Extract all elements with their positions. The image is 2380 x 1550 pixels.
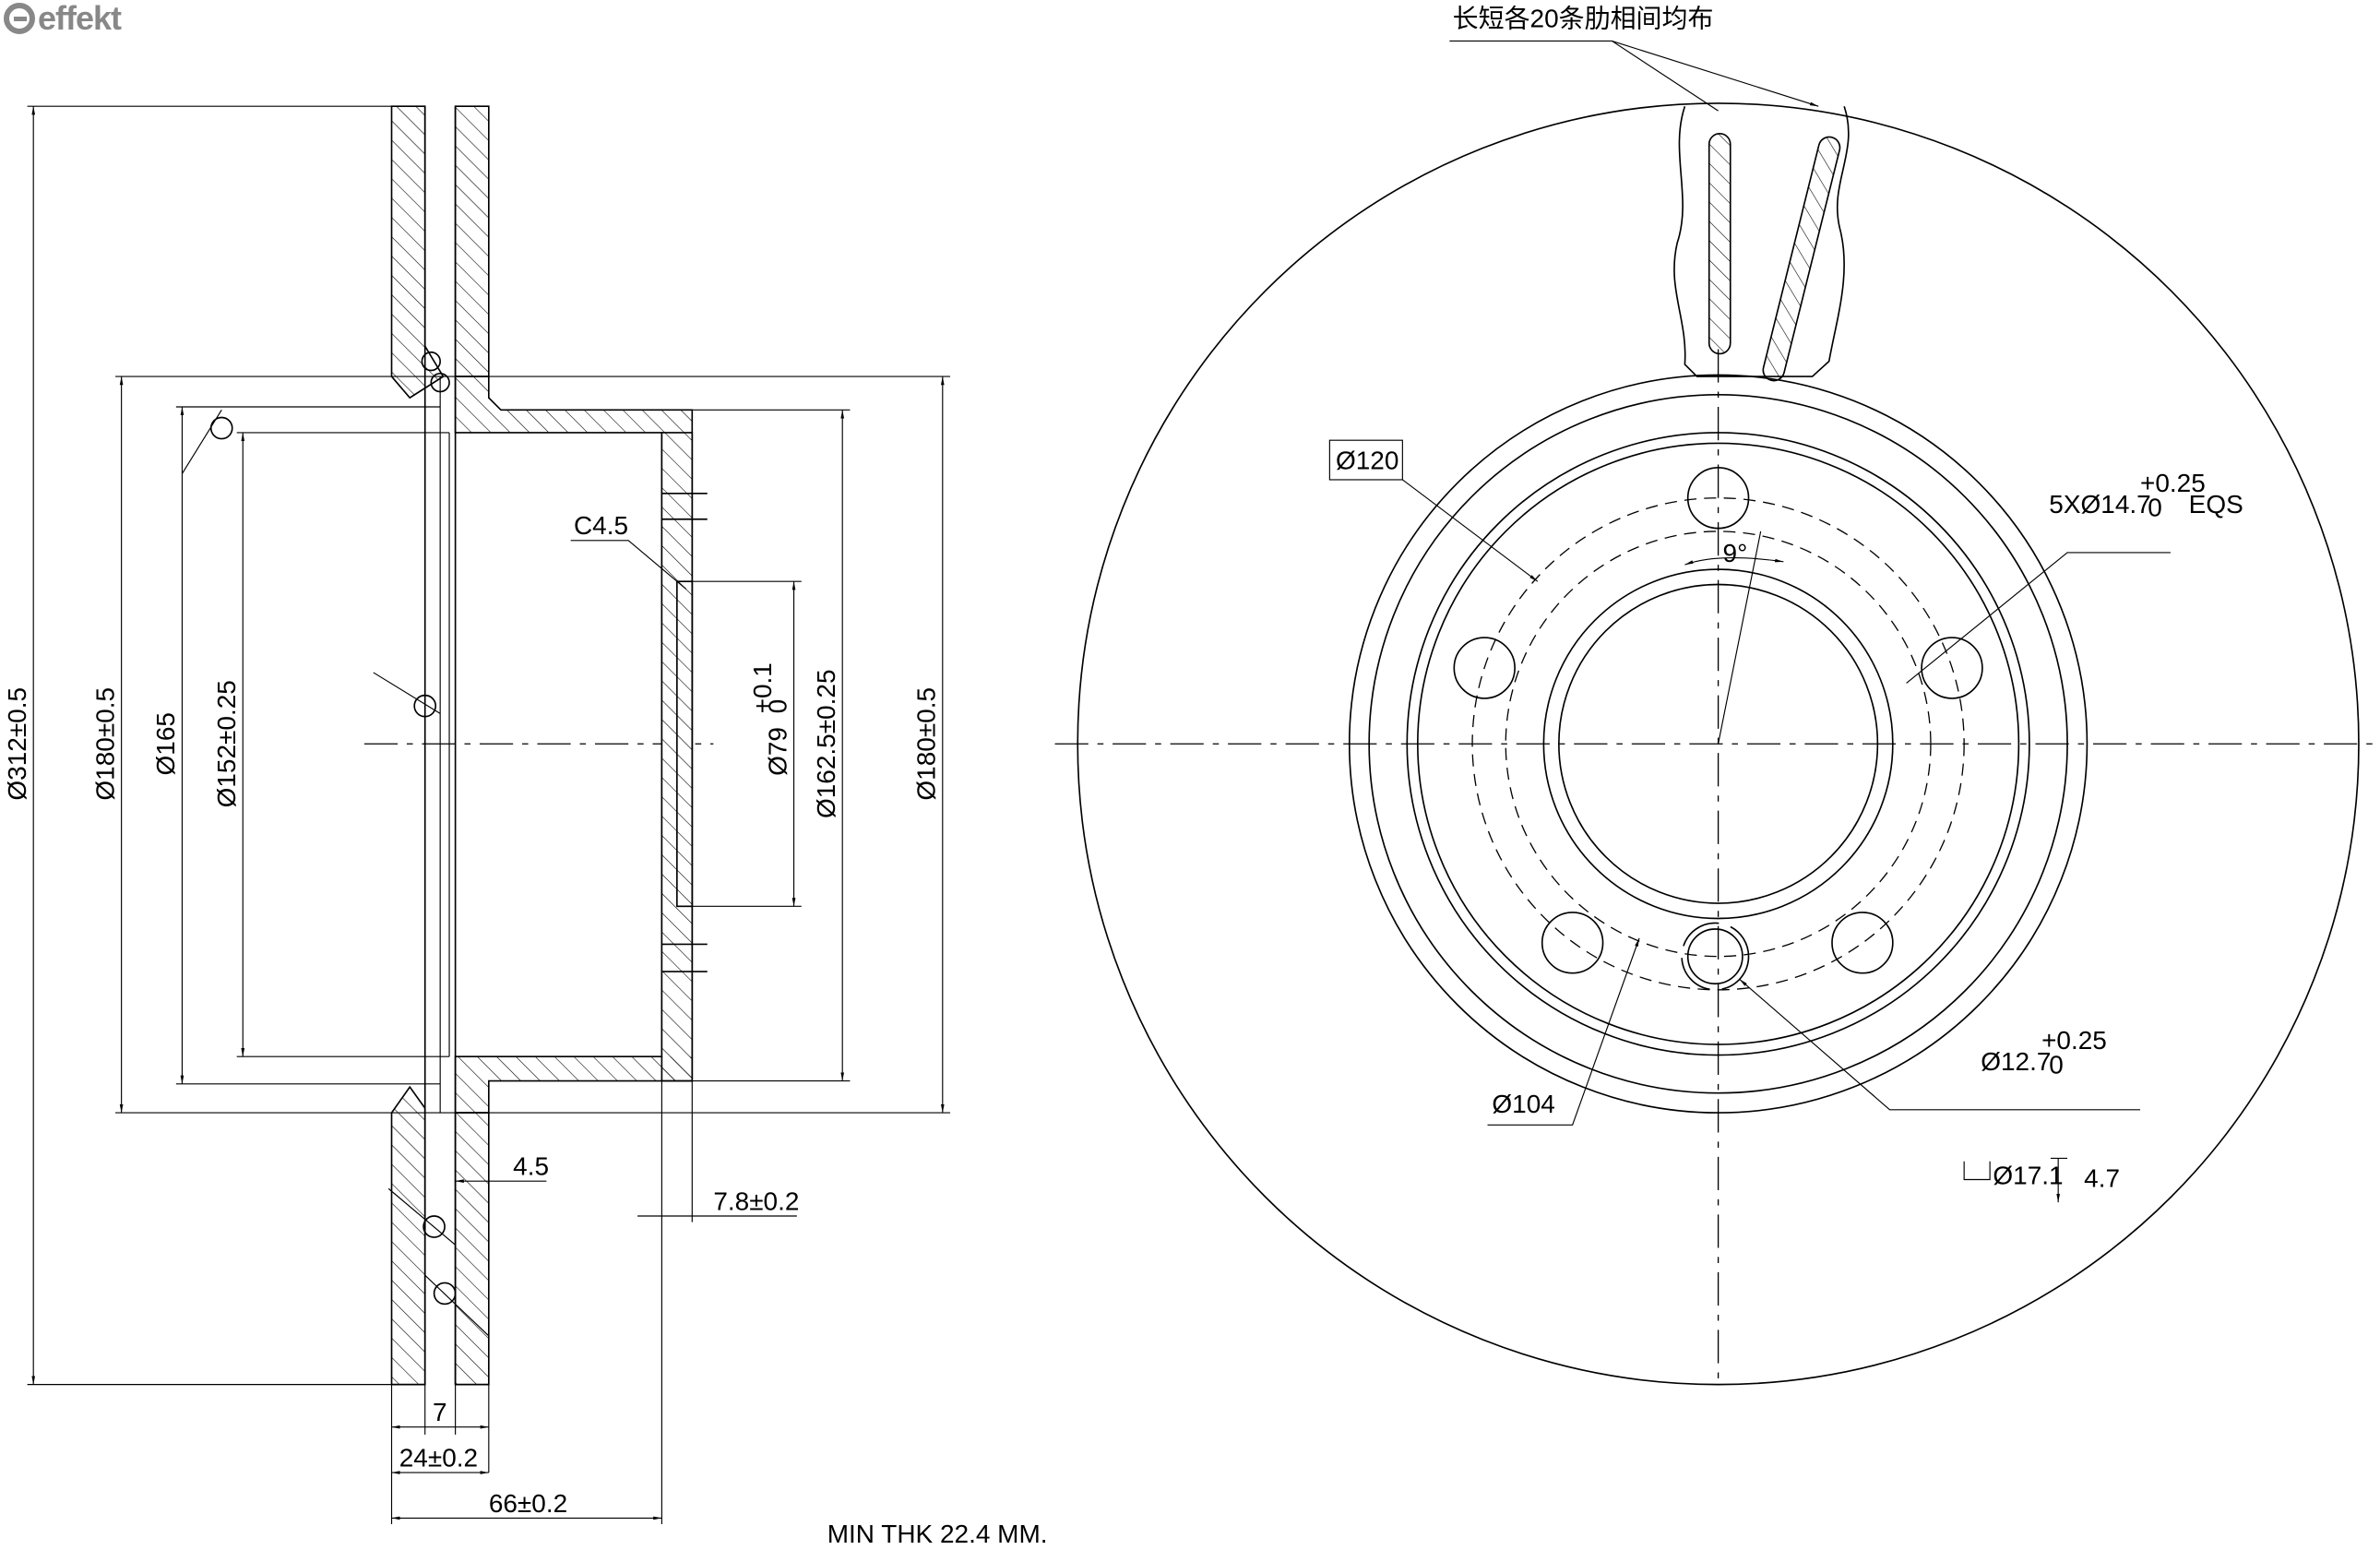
hat-section [454, 376, 694, 1114]
dim-d165: Ø165 [151, 712, 180, 775]
center-bore [1558, 583, 1879, 904]
dim-d162-5: Ø162.5±0.25 [812, 670, 840, 819]
dim-d12-7: Ø12.7 [1981, 1047, 2051, 1076]
d12-7-tol-lower: 0 [2049, 1050, 2064, 1079]
d12-7-tol-upper: +0.25 [2041, 1026, 2107, 1055]
short-rib [1708, 132, 1731, 355]
friction-plate-outer-bottom [390, 1085, 426, 1386]
dim-7-8: 7.8±0.2 [713, 1186, 799, 1215]
rib-cutaway [1673, 105, 1850, 377]
dim-d79-tol-upper: +0.1 [748, 662, 777, 713]
section-view: Ø312±0.5 Ø180±0.5 Ø165 Ø152±0.25 Ø79 +0.… [3, 105, 1048, 1548]
dim-chamfer: C4.5 [574, 511, 628, 540]
bolt-suffix: EQS [2189, 490, 2243, 519]
dim-d180-left: Ø180±0.5 [90, 687, 119, 801]
dim-d152: Ø152±0.25 [212, 680, 241, 807]
angle-9: 9° [1723, 539, 1748, 567]
dim-d120: Ø120 [1336, 446, 1398, 474]
bolt-tol-lower: 0 [2148, 493, 2162, 521]
counterbore-diameter: Ø17.1 [1993, 1161, 2063, 1189]
bolt-tol-upper: +0.25 [2140, 469, 2206, 497]
dim-4-5: 4.5 [513, 1152, 549, 1181]
logo-mark-icon [4, 3, 35, 34]
dim-d79-tol-lower: 0 [763, 699, 791, 714]
effekt-logo: effekt [0, 0, 122, 37]
front-view: 长短各20条肋相间均布 Ø120 9° 5XØ14.7 +0.25 0 EQS … [1054, 5, 2380, 1386]
dim-d79: Ø79 [763, 727, 791, 776]
disc-outer-edge [1077, 102, 2360, 1386]
min-thickness-note: MIN THK 22.4 MM. [827, 1520, 1048, 1548]
long-rib [1762, 136, 1841, 382]
bolt-holes-label: 5XØ14.7 [2049, 490, 2150, 519]
rib-note: 长短各20条肋相间均布 [1453, 5, 1714, 33]
dim-7: 7 [433, 1398, 447, 1426]
dim-d104: Ø104 [1492, 1090, 1554, 1118]
dim-24: 24±0.2 [399, 1443, 478, 1472]
bolt-circle [1471, 497, 1965, 991]
counterbore-depth: 4.7 [2084, 1164, 2120, 1193]
depth-icon [2050, 1157, 2068, 1203]
bolt-holes [1453, 466, 1983, 991]
friction-plate-inner-top [454, 105, 490, 377]
dim-d180-right: Ø180±0.5 [912, 687, 941, 801]
logo-text: effekt [38, 0, 122, 37]
counterbore-icon [1963, 1161, 1991, 1181]
dim-d312: Ø312±0.5 [3, 687, 31, 801]
friction-plate-inner-bottom [454, 1112, 490, 1386]
dim-66: 66±0.2 [489, 1489, 567, 1518]
